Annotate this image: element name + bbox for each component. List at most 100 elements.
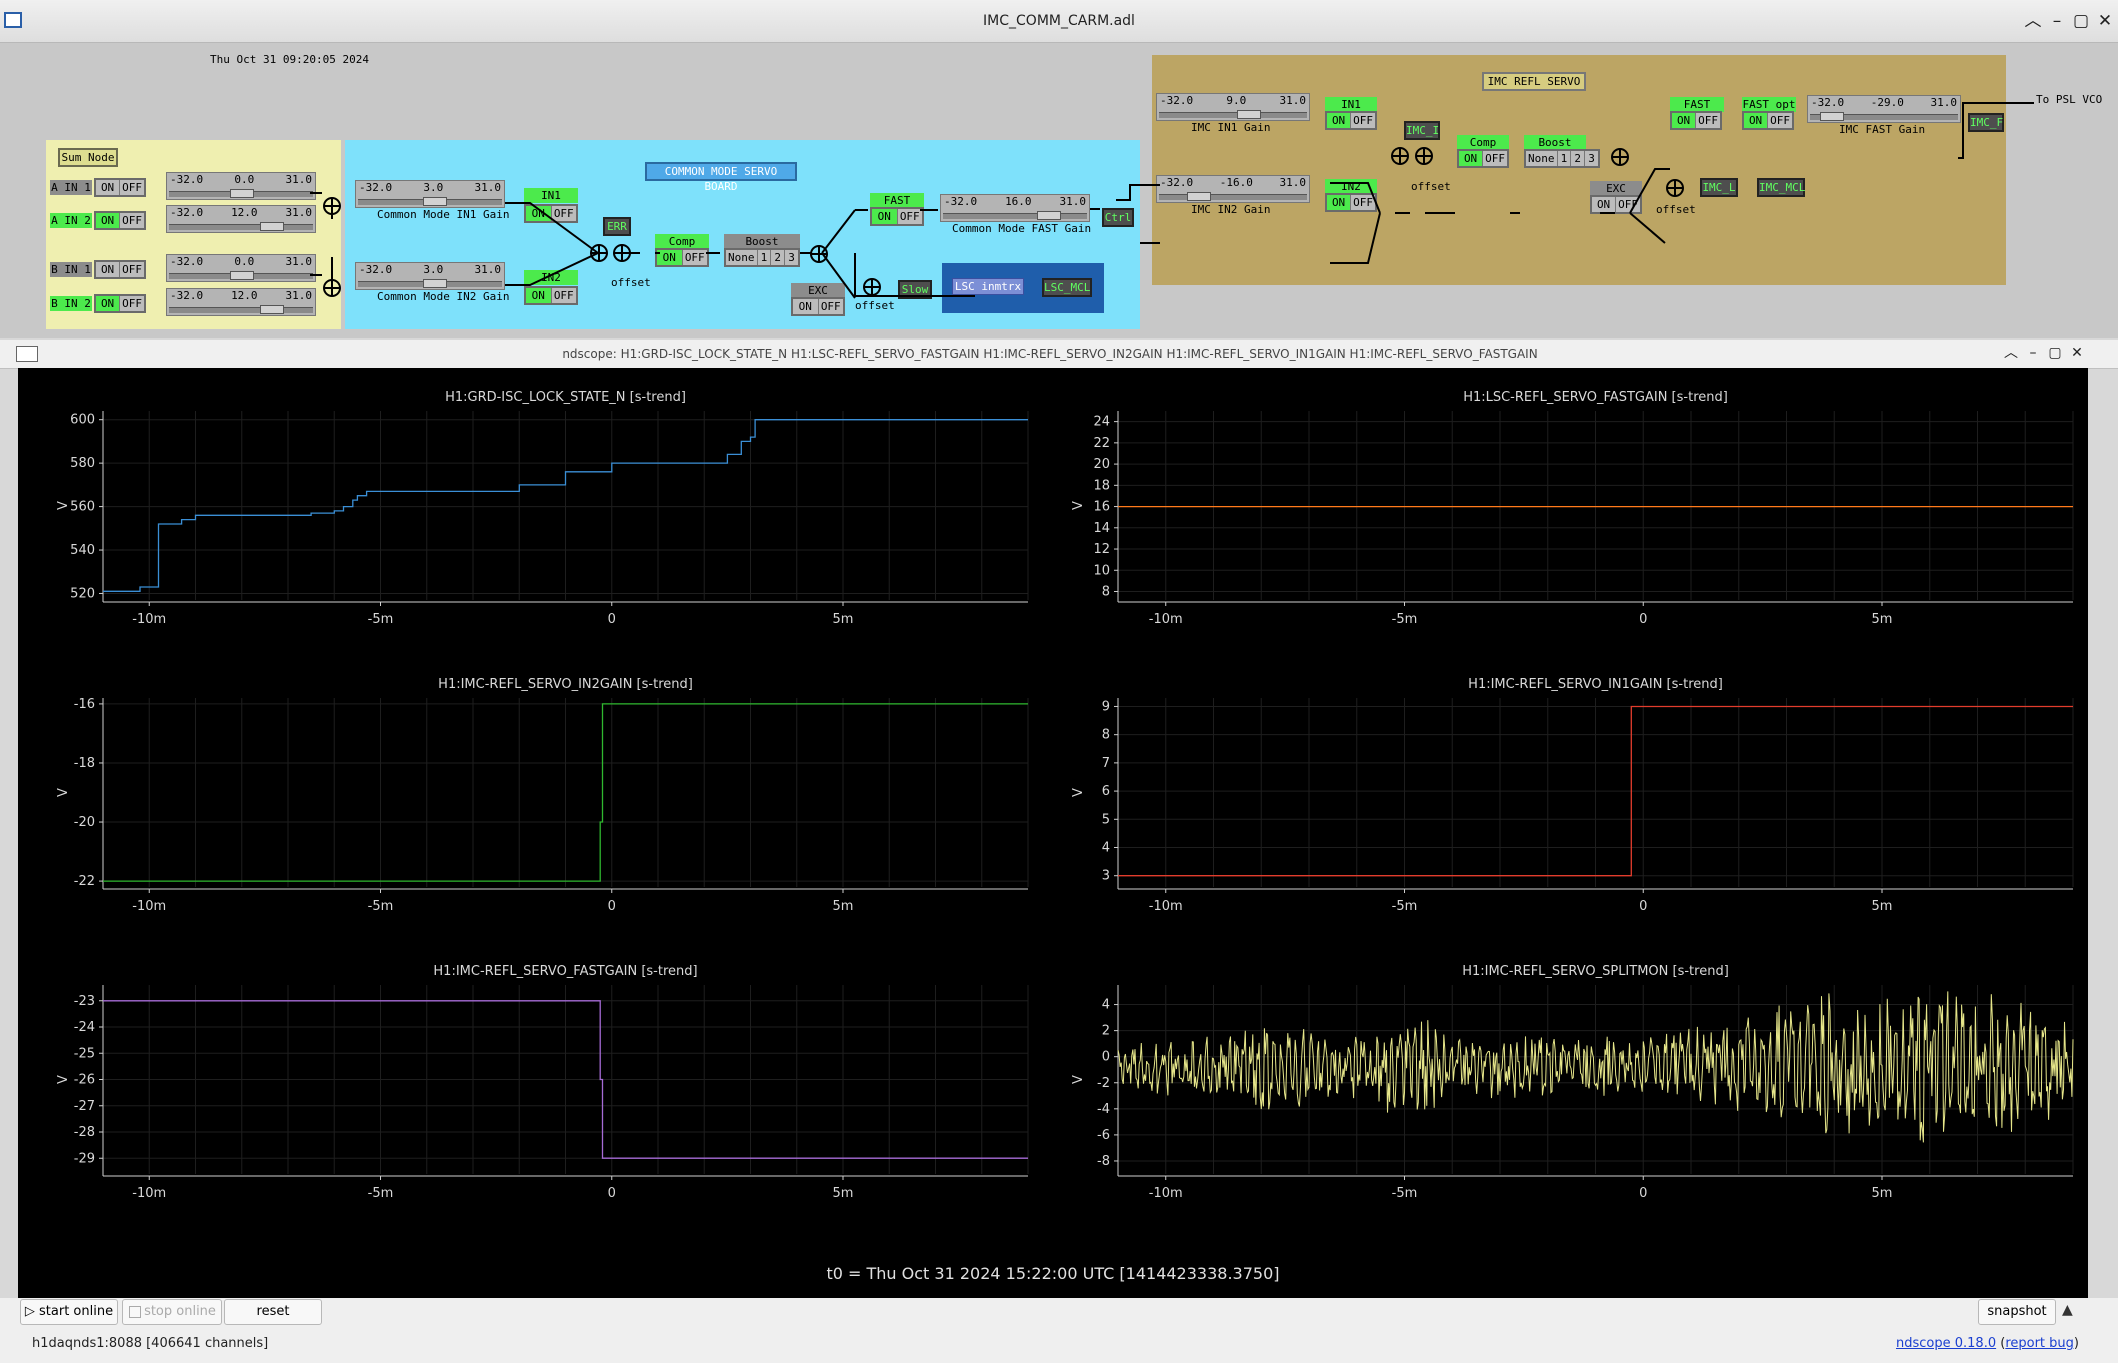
expand-panel-icon[interactable]: ▲ xyxy=(2062,1302,2073,1318)
imc-l-readout[interactable]: IMC_L xyxy=(1700,178,1738,197)
imc-in2-gain-label: IMC IN2 Gain xyxy=(1191,203,1271,216)
slow-readout[interactable]: Slow xyxy=(898,280,932,299)
x-tick-label: 5m xyxy=(1872,612,1893,627)
stop-online-button[interactable]: stop online xyxy=(122,1299,222,1325)
plot-imc-splitmon[interactable]: H1:IMC-REFL_SERVO_SPLITMON [s-trend]-8-6… xyxy=(1043,942,2083,1229)
medm-titlebar: IMC_COMM_CARM.adl ︿ – ▢ ✕ xyxy=(0,0,2118,43)
ctrl-readout[interactable]: Ctrl xyxy=(1102,208,1134,227)
imc-offset-label: offset xyxy=(1411,180,1451,193)
y-tick-label: 4 xyxy=(1102,841,1110,856)
x-tick-label: 0 xyxy=(608,899,616,914)
close-window-icon[interactable]: ✕ xyxy=(2097,11,2113,31)
y-tick-label: -20 xyxy=(74,815,95,830)
x-tick-label: 0 xyxy=(608,612,616,627)
ndscope-minimize-icon[interactable]: – xyxy=(2029,345,2037,361)
cm-offset-label: offset xyxy=(611,276,651,289)
reset-button[interactable]: reset xyxy=(224,1299,322,1325)
x-tick-label: 5m xyxy=(833,1186,854,1201)
y-tick-label: 9 xyxy=(1102,699,1110,714)
x-tick-label: -10m xyxy=(132,612,166,627)
y-tick-label: -8 xyxy=(1097,1154,1110,1169)
y-tick-label: -26 xyxy=(74,1073,95,1088)
imc-fast-gain-label: IMC FAST Gain xyxy=(1839,123,1926,136)
y-unit-label: V xyxy=(56,501,71,510)
snapshot-button[interactable]: snapshot xyxy=(1978,1299,2056,1325)
x-tick-label: 0 xyxy=(1639,899,1647,914)
plot-imc-in2gain[interactable]: H1:IMC-REFL_SERVO_IN2GAIN [s-trend]-22-2… xyxy=(28,655,1038,942)
y-tick-label: -16 xyxy=(74,697,95,712)
report-bug-link[interactable]: report bug xyxy=(2005,1336,2074,1351)
y-unit-label: V xyxy=(56,788,71,797)
ndscope-maximize-icon[interactable]: ▢ xyxy=(2048,345,2062,361)
plot-title: H1:IMC-REFL_SERVO_IN1GAIN [s-trend] xyxy=(1468,677,1723,692)
x-tick-label: -10m xyxy=(132,1186,166,1201)
y-tick-label: -6 xyxy=(1097,1128,1110,1143)
lsc-inmtrx-button[interactable]: LSC inmtrx xyxy=(952,278,1024,295)
nds-status: h1daqnds1:8088 [406641 channels] xyxy=(32,1336,269,1351)
imc-f-readout[interactable]: IMC_F xyxy=(1968,113,2004,132)
err-readout[interactable]: ERR xyxy=(603,217,631,236)
x-tick-label: -5m xyxy=(368,612,394,627)
imc-in1-label: IN1 xyxy=(1325,97,1377,112)
version-link[interactable]: ndscope 0.18.0 xyxy=(1896,1336,1997,1351)
imc-comp-label: Comp xyxy=(1457,135,1509,150)
input-label: A IN 2 xyxy=(50,213,92,228)
x-tick-label: -10m xyxy=(132,899,166,914)
y-unit-label: V xyxy=(1071,788,1086,797)
shade-window-icon[interactable]: ︿ xyxy=(2024,11,2042,31)
plot-svg: H1:IMC-REFL_SERVO_IN2GAIN [s-trend]-22-2… xyxy=(56,677,1029,914)
sum-node-button[interactable]: Sum Node xyxy=(58,148,118,167)
y-tick-label: 7 xyxy=(1102,756,1110,771)
imc-i-readout[interactable]: IMC_I xyxy=(1404,121,1440,140)
y-tick-label: 2 xyxy=(1102,1024,1110,1039)
plot-svg: H1:GRD-ISC_LOCK_STATE_N [s-trend]5205405… xyxy=(56,390,1029,627)
x-tick-label: 5m xyxy=(833,899,854,914)
x-tick-label: -10m xyxy=(1149,612,1183,627)
maximize-window-icon[interactable]: ▢ xyxy=(2072,11,2090,31)
cm-board-title[interactable]: COMMON MODE SERVO BOARD xyxy=(645,162,797,193)
ndscope-shade-icon[interactable]: ︿ xyxy=(2004,345,2018,361)
imc-mcl-readout[interactable]: IMC_MCL xyxy=(1757,178,1805,197)
imc-refl-servo-title[interactable]: IMC REFL SERVO xyxy=(1482,72,1586,91)
y-tick-label: -2 xyxy=(1097,1076,1110,1091)
y-tick-label: 600 xyxy=(70,413,95,428)
lsc-mcl-readout[interactable]: LSC_MCL xyxy=(1042,278,1092,297)
ndscope-bottom-bar: ▷ start online stop online reset snapsho… xyxy=(0,1298,2118,1363)
y-tick-label: 16 xyxy=(1093,500,1110,515)
ndscope-close-icon[interactable]: ✕ xyxy=(2071,345,2083,361)
x-tick-label: 0 xyxy=(608,1186,616,1201)
y-tick-label: -27 xyxy=(74,1099,95,1114)
plot-imc-fastgain[interactable]: H1:IMC-REFL_SERVO_FASTGAIN [s-trend]-29-… xyxy=(28,942,1038,1229)
start-online-button[interactable]: ▷ start online xyxy=(20,1299,118,1325)
minimize-window-icon[interactable]: – xyxy=(2052,11,2062,31)
series-line xyxy=(103,1000,1028,1159)
cm-exc-label: EXC xyxy=(791,283,845,298)
